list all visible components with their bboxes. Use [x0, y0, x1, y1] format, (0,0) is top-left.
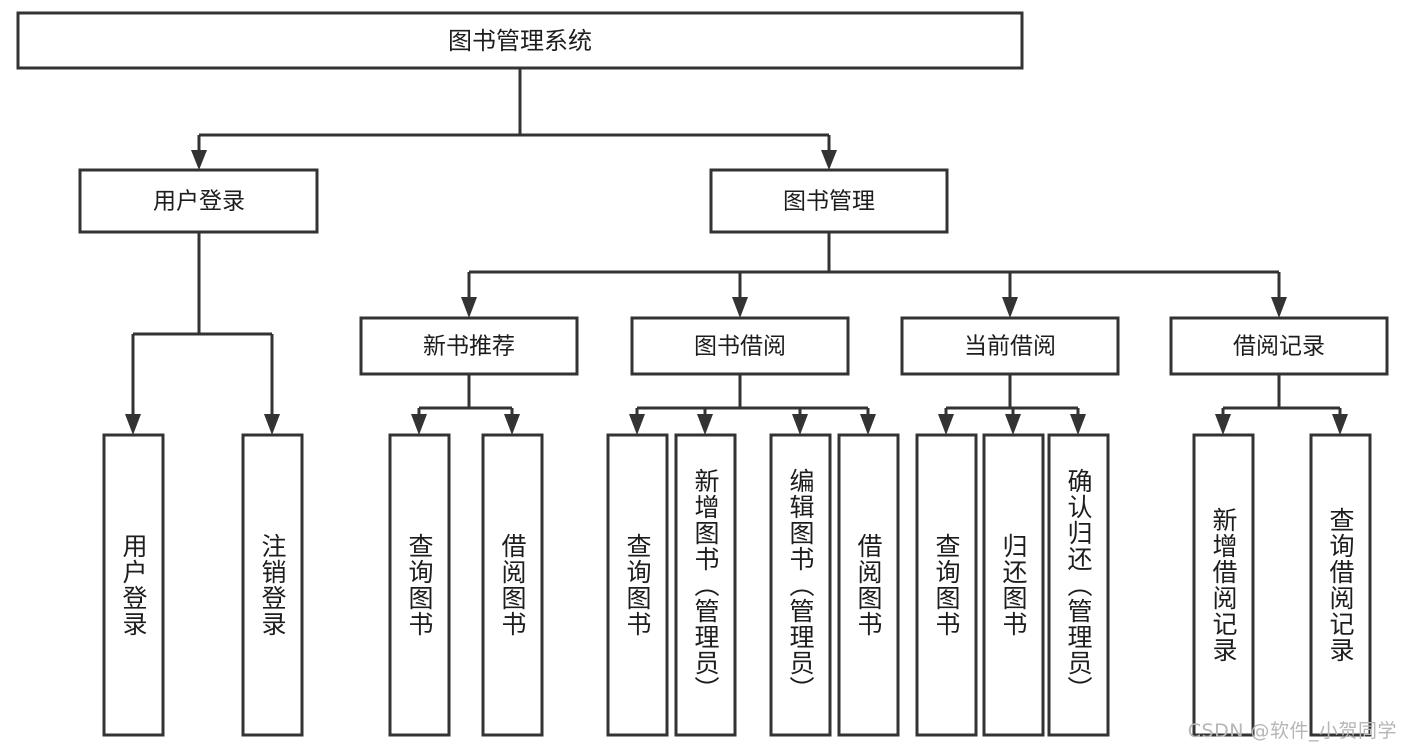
leaf-box-current-borrow-1[interactable] [915, 433, 978, 737]
arrow-head-icon [125, 414, 141, 435]
connector-root-to-level2 [191, 68, 837, 170]
arrow-head-icon [860, 414, 876, 435]
leaf-box-new-book-1[interactable] [388, 433, 451, 737]
leaf-box-book-borrow-4[interactable] [837, 433, 900, 737]
leaf-box-borrow-record-1[interactable] [1192, 433, 1255, 737]
node-current-borrow[interactable]: 当前借阅 [900, 316, 1120, 376]
leaf-box-book-borrow-3[interactable] [769, 433, 832, 737]
leaf-box-user-login-2[interactable] [241, 433, 304, 737]
arrow-head-icon [938, 414, 954, 435]
arrow-head-icon [792, 414, 808, 435]
arrow-head-icon [821, 150, 837, 170]
node-book-management[interactable]: 图书管理 [709, 168, 949, 234]
arrow-head-icon [1271, 297, 1287, 318]
connector-book-borrow-to-leaves [629, 374, 876, 435]
new-book-recommend-box[interactable] [359, 316, 579, 376]
book-borrow-label: 图书借阅 [694, 334, 786, 360]
user-login-label: 用户登录 [153, 189, 245, 215]
root-label: 图书管理系统 [448, 27, 592, 55]
node-user-login[interactable]: 用户登录 [78, 168, 319, 234]
arrow-head-icon [411, 414, 427, 435]
current-borrow-label: 当前借阅 [964, 334, 1056, 360]
arrow-head-icon [1332, 414, 1348, 435]
leaf-box-book-borrow-2[interactable] [674, 433, 737, 737]
arrow-head-icon [697, 414, 713, 435]
arrow-head-icon [461, 297, 477, 318]
arrow-head-icon [629, 414, 645, 435]
watermark: CSDN @软件_小贺同学 [1187, 720, 1397, 742]
connector-new-book-to-leaves [411, 374, 520, 435]
arrow-head-icon [1070, 414, 1086, 435]
leaf-box-borrow-record-2[interactable] [1309, 433, 1372, 737]
arrow-head-icon [1002, 297, 1018, 318]
leaf-box-current-borrow-3[interactable] [1047, 433, 1110, 737]
root-box[interactable] [16, 11, 1024, 70]
arrow-head-icon [504, 414, 520, 435]
connector-book-management-to-level3 [461, 232, 1287, 318]
leaf-box-book-borrow-1[interactable] [606, 433, 669, 737]
current-borrow-box[interactable] [900, 316, 1120, 376]
leaf-box-new-book-2[interactable] [481, 433, 544, 737]
node-borrow-record[interactable]: 借阅记录 [1169, 316, 1389, 376]
arrow-head-icon [732, 297, 748, 318]
connector-current-borrow-to-leaves [938, 374, 1086, 435]
node-book-borrow[interactable]: 图书借阅 [630, 316, 850, 376]
connector-borrow-record-to-leaves [1215, 374, 1348, 435]
connector-user-login-to-leaves [125, 232, 280, 435]
node-new-book-recommend[interactable]: 新书推荐 [359, 316, 579, 376]
borrow-record-label: 借阅记录 [1233, 334, 1325, 360]
arrow-head-icon [264, 414, 280, 435]
arrow-head-icon [1005, 414, 1021, 435]
new-book-recommend-label: 新书推荐 [423, 334, 515, 360]
arrow-head-icon [191, 150, 207, 170]
node-root[interactable]: 图书管理系统 [16, 11, 1024, 70]
arrow-head-icon [1215, 414, 1231, 435]
user-login-box[interactable] [78, 168, 319, 234]
leaf-box-user-login-1[interactable] [102, 433, 165, 737]
book-management-label: 图书管理 [783, 189, 875, 215]
leaf-box-current-borrow-2[interactable] [982, 433, 1045, 737]
